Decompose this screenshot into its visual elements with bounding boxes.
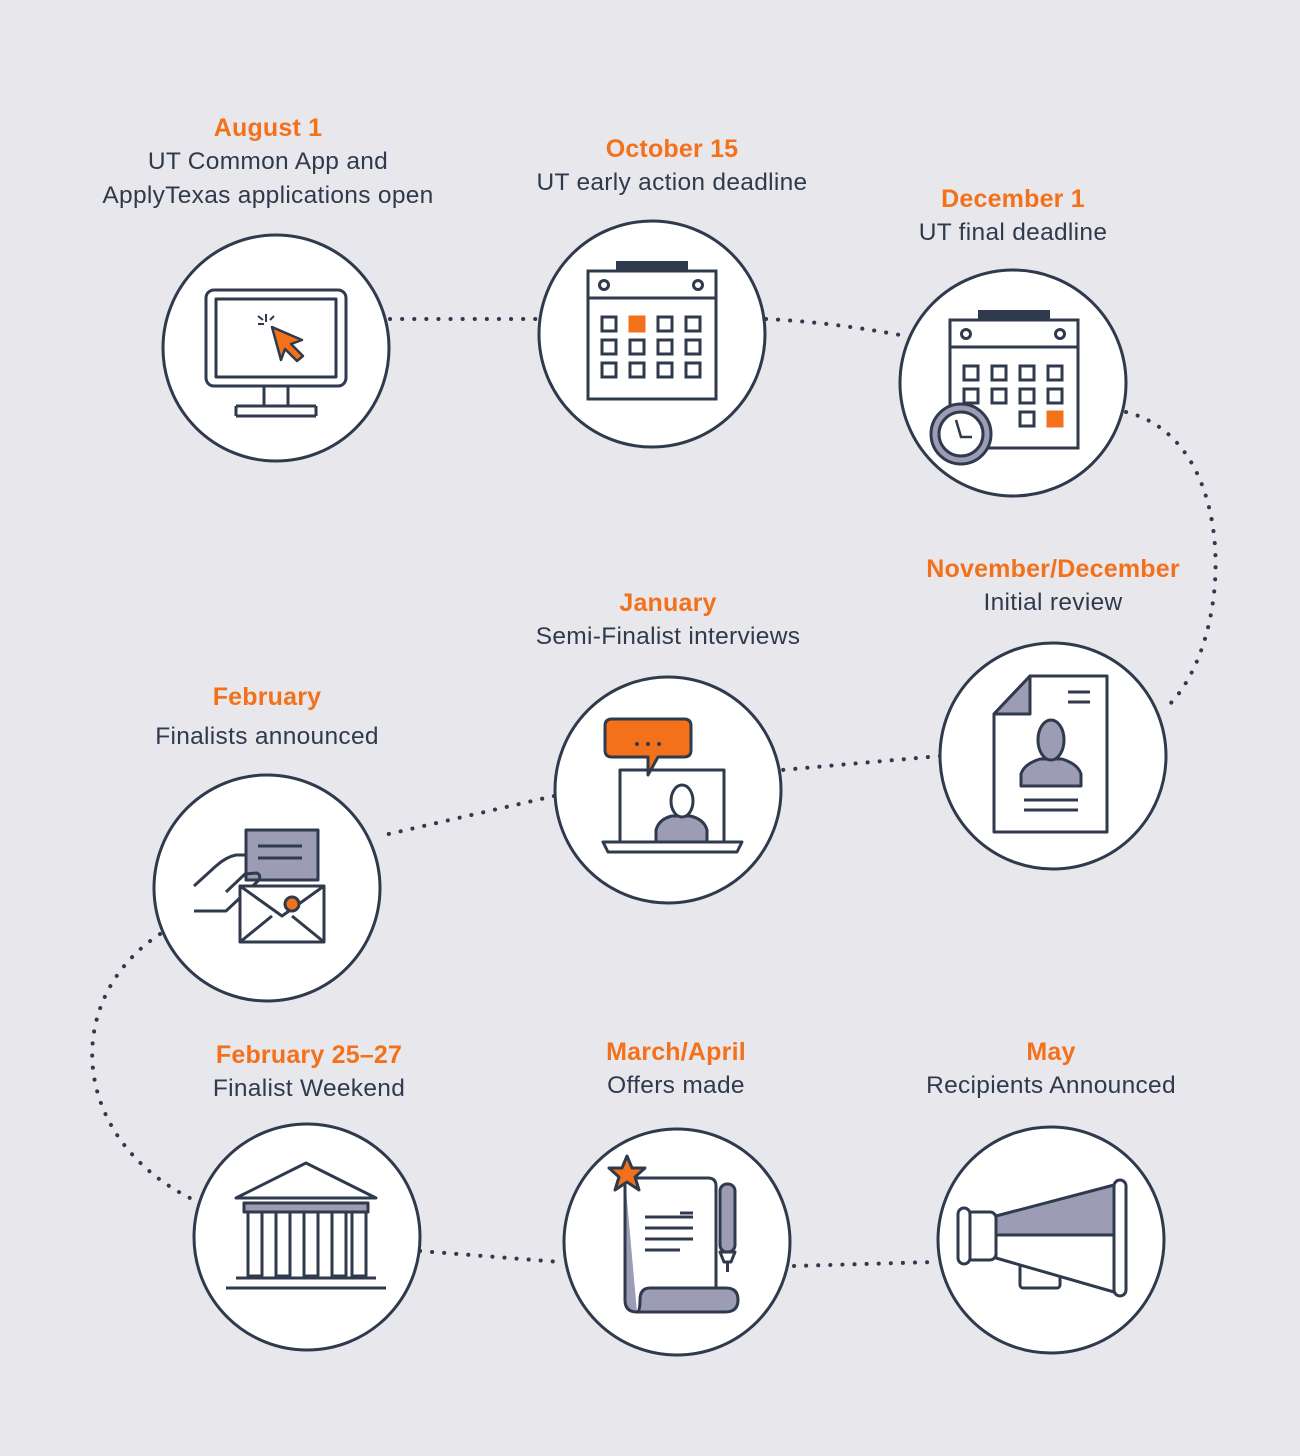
calendar-clock-icon: [929, 310, 1080, 466]
milestone-label-december: December 1 UT final deadline: [919, 182, 1108, 250]
computer-cursor-icon: [204, 288, 348, 418]
milestone-description: Initial review: [983, 589, 1123, 616]
milestone-label-august: August 1 UT Common App and ApplyTexas ap…: [102, 111, 433, 213]
milestone-description: UT early action deadline: [536, 169, 808, 196]
milestone-description: Recipients Announced: [926, 1072, 1176, 1099]
milestone-label-march-april: March/April Offers made: [606, 1035, 746, 1103]
building-columns-icon: [226, 1161, 386, 1290]
milestone-date: November/December: [926, 555, 1180, 583]
milestone-date: February 25–27: [215, 1041, 403, 1069]
video-interview-icon: [601, 717, 744, 854]
milestone-date: August 1: [213, 114, 323, 142]
milestone-description: ApplyTexas applications open: [102, 182, 434, 209]
milestone-date: May: [1026, 1038, 1076, 1066]
resume-document-icon: [992, 674, 1109, 834]
milestone-description: UT final deadline: [918, 219, 1108, 246]
milestone-date: December 1: [941, 185, 1085, 213]
milestone-label-feb-weekend: February 25–27 Finalist Weekend: [213, 1038, 405, 1106]
milestone-label-january: January Semi-Finalist interviews: [536, 586, 801, 654]
milestone-description: Finalist Weekend: [212, 1075, 406, 1102]
timeline-connector: [90, 317, 1218, 1268]
milestone-date: February: [212, 683, 322, 711]
milestone-label-october: October 15 UT early action deadline: [537, 132, 808, 200]
scroll-pen-star-icon: [607, 1154, 740, 1314]
milestone-date: March/April: [606, 1038, 746, 1066]
milestone-description: Offers made: [607, 1072, 745, 1099]
hand-letter-envelope-icon: [192, 828, 326, 944]
milestone-date: January: [619, 589, 717, 617]
milestone-date: October 15: [605, 135, 739, 163]
calendar-icon: [586, 261, 718, 401]
milestone-label-february: February Finalists announced: [155, 680, 379, 754]
megaphone-icon: [956, 1178, 1128, 1298]
milestone-description: UT Common App and: [147, 148, 389, 175]
milestone-description: Semi-Finalist interviews: [535, 623, 801, 650]
milestone-label-nov-dec: November/December Initial review: [926, 552, 1180, 620]
milestone-description: Finalists announced: [155, 723, 379, 750]
milestone-label-may: May Recipients Announced: [926, 1035, 1176, 1103]
